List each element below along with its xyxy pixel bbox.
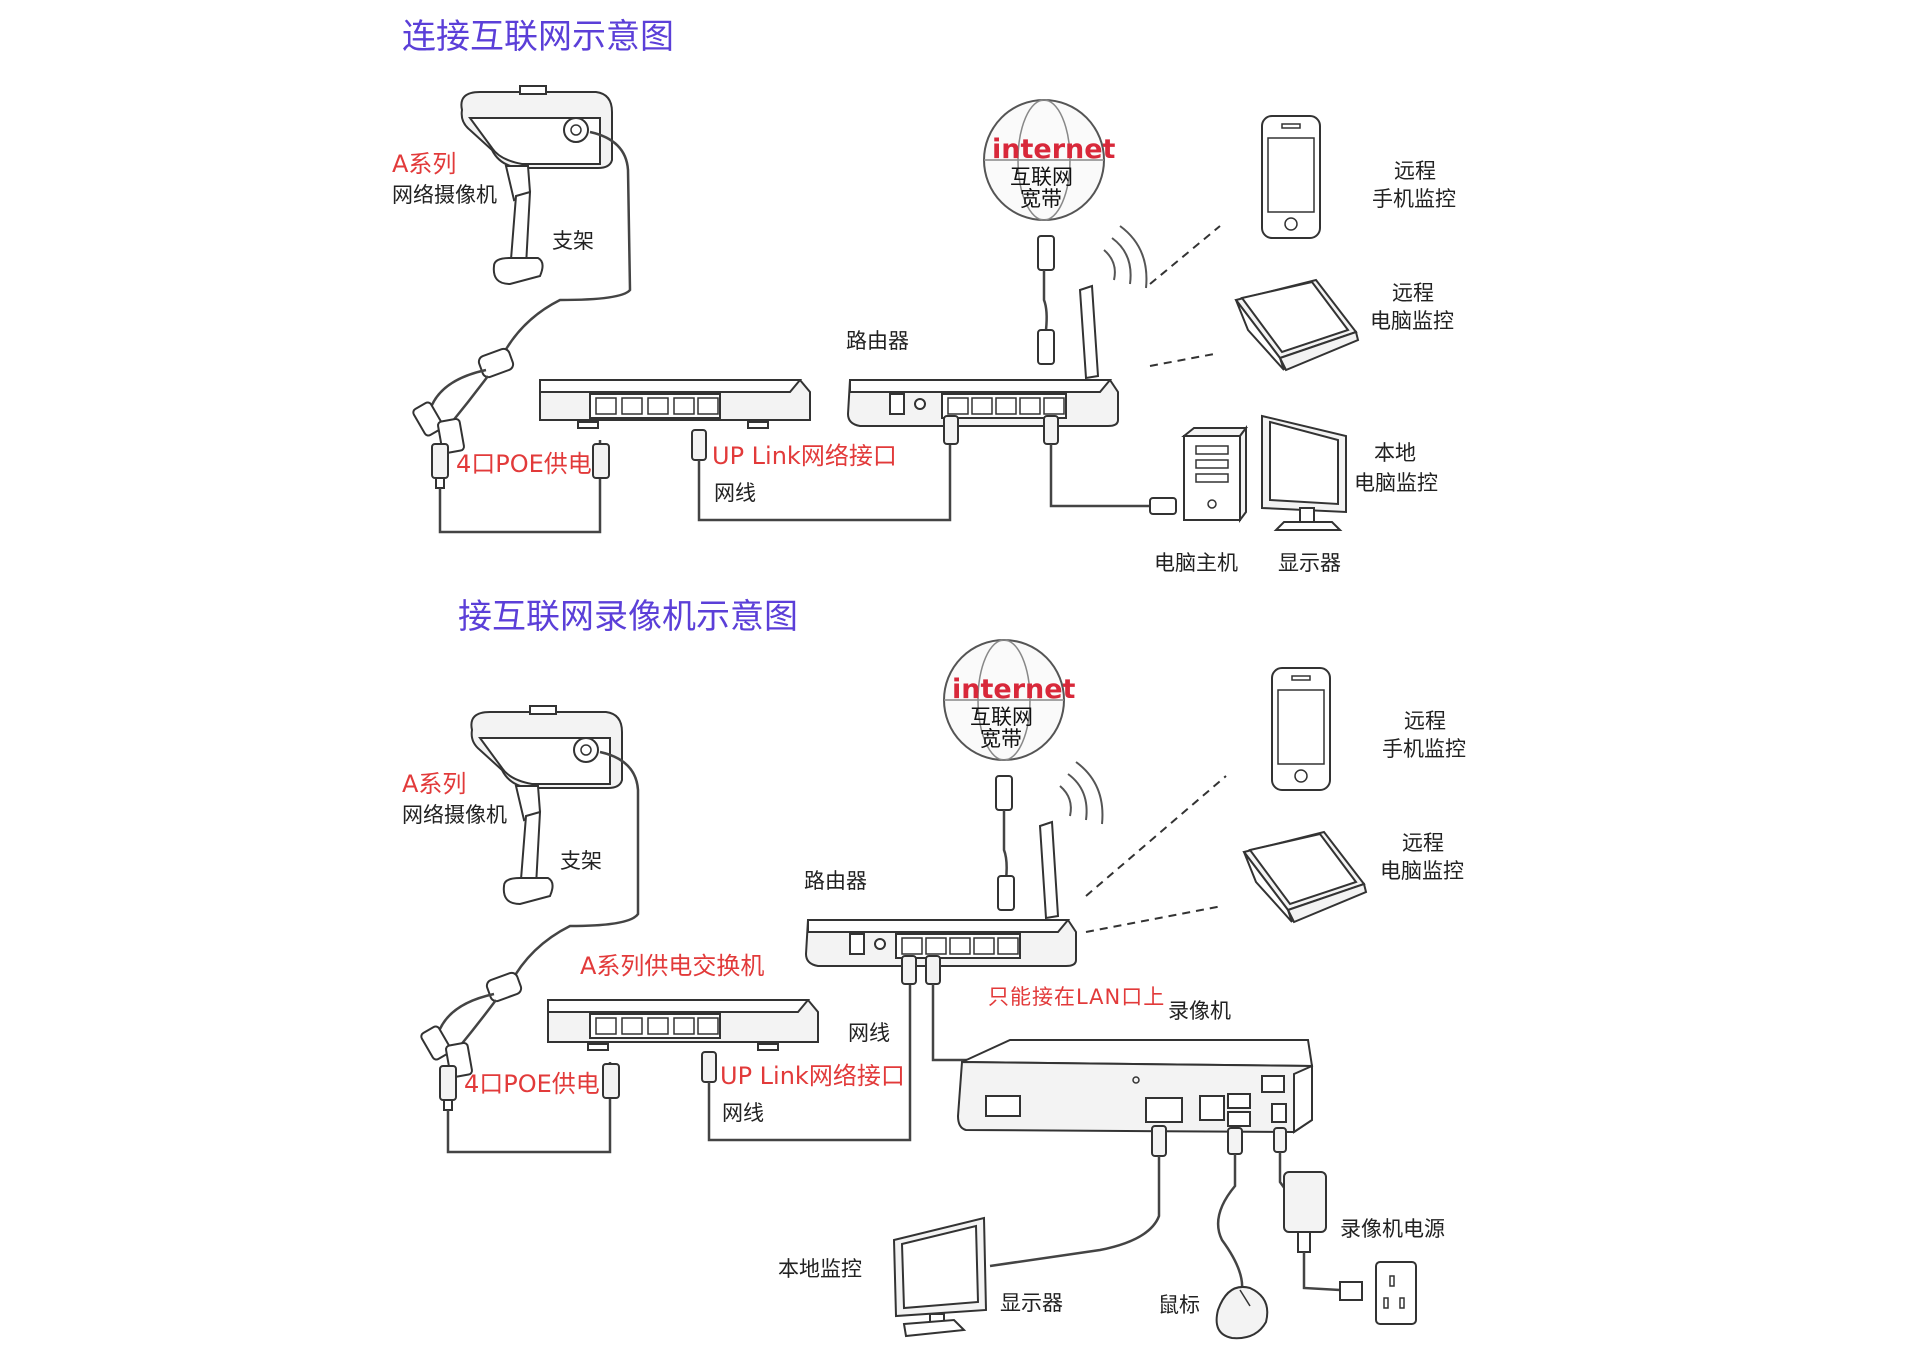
top-poe-label: 4口POE供电 bbox=[456, 450, 592, 478]
bottom-switch-label: A系列供电交换机 bbox=[580, 952, 764, 980]
top-poe-switch-icon bbox=[539, 379, 811, 429]
bottom-laptop-icon bbox=[1242, 830, 1368, 924]
bottom-monitor-label: 显示器 bbox=[1000, 1291, 1063, 1315]
bottom-bracket-label: 支架 bbox=[560, 849, 602, 873]
bottom-uplink-cable bbox=[707, 970, 912, 1142]
top-monitor-icon bbox=[1261, 414, 1347, 531]
top-phone-icon bbox=[1261, 115, 1321, 239]
top-camera-cable bbox=[498, 130, 632, 361]
top-local-pc-2: 电脑监控 bbox=[1354, 471, 1438, 495]
bottom-poe-label: 4口POE供电 bbox=[464, 1070, 600, 1098]
top-internet-cn-1: 互联网 bbox=[1010, 165, 1073, 189]
bottom-vga-cable bbox=[989, 1156, 1161, 1268]
top-wifi-icon bbox=[1103, 225, 1148, 289]
bottom-monitor-icon bbox=[892, 1216, 988, 1338]
top-internet-label: internet bbox=[992, 134, 1116, 165]
bottom-camera-icon bbox=[470, 705, 623, 906]
top-poe-loop bbox=[438, 440, 602, 534]
top-internet-globe-icon: internet 互联网 宽带 bbox=[983, 99, 1116, 221]
top-camera-icon bbox=[460, 85, 613, 286]
bottom-wan-plug bbox=[995, 775, 1013, 811]
bottom-cable-splitter bbox=[420, 971, 523, 1111]
top-cable-label: 网线 bbox=[714, 481, 756, 505]
top-uplink-plug bbox=[691, 429, 707, 461]
bottom-wifi-icon bbox=[1059, 761, 1104, 825]
bottom-poe-loop bbox=[446, 1062, 612, 1154]
top-router-icon bbox=[846, 284, 1119, 427]
top-poe-plug bbox=[592, 443, 610, 479]
top-camera-name: 网络摄像机 bbox=[392, 183, 497, 207]
top-pc-tower-icon bbox=[1181, 425, 1248, 523]
top-dash-phone bbox=[1149, 225, 1221, 285]
top-remote-pc-1: 远程 bbox=[1392, 281, 1434, 305]
top-cable-splitter bbox=[412, 347, 515, 489]
bottom-title: 接互联网录像机示意图 bbox=[458, 597, 798, 637]
bottom-mouse-cable bbox=[1216, 1154, 1244, 1291]
top-local-pc-1: 本地 bbox=[1374, 441, 1416, 465]
bottom-nvr-icon bbox=[956, 1039, 1314, 1134]
top-remote-phone-2: 手机监控 bbox=[1372, 187, 1456, 211]
bottom-uplink-plug bbox=[701, 1051, 717, 1083]
top-laptop-icon bbox=[1234, 278, 1360, 372]
bottom-camera-series: A系列 bbox=[402, 770, 466, 798]
bottom-power-adapter-icon bbox=[1283, 1171, 1327, 1253]
bottom-phone-icon bbox=[1271, 667, 1331, 791]
bottom-nvr-power-label: 录像机电源 bbox=[1340, 1217, 1445, 1241]
bottom-cable-label-2: 网线 bbox=[722, 1101, 764, 1125]
bottom-remote-phone-2: 手机监控 bbox=[1382, 737, 1466, 761]
top-remote-pc-2: 电脑监控 bbox=[1370, 309, 1454, 333]
bottom-remote-phone-1: 远程 bbox=[1404, 709, 1446, 733]
bottom-local-monitor-label: 本地监控 bbox=[778, 1257, 862, 1281]
bottom-router-label: 路由器 bbox=[804, 869, 867, 893]
bottom-cable-label-1: 网线 bbox=[848, 1021, 890, 1045]
bottom-mouse-label: 鼠标 bbox=[1158, 1293, 1200, 1317]
bottom-remote-pc-2: 电脑监控 bbox=[1380, 859, 1464, 883]
bottom-poe-plug bbox=[602, 1063, 620, 1099]
bottom-power-outlet-icon bbox=[1339, 1261, 1417, 1325]
bottom-internet-globe-icon: internet 互联网 宽带 bbox=[943, 639, 1076, 761]
bottom-mouse-icon bbox=[1215, 1286, 1269, 1340]
bottom-remote-pc-1: 远程 bbox=[1402, 831, 1444, 855]
top-pc-host-label: 电脑主机 bbox=[1154, 551, 1238, 575]
bottom-uplink-label: UP Link网络接口 bbox=[720, 1062, 905, 1090]
top-dash-laptop bbox=[1149, 353, 1215, 367]
top-title: 连接互联网示意图 bbox=[402, 17, 674, 57]
bottom-router-icon bbox=[804, 820, 1077, 967]
top-bracket-label: 支架 bbox=[552, 229, 594, 253]
top-internet-cn-2: 宽带 bbox=[1020, 187, 1062, 211]
bottom-camera-cable bbox=[508, 750, 640, 985]
top-pc-cable bbox=[1049, 444, 1150, 508]
top-wan-plug bbox=[1037, 235, 1055, 271]
bottom-internet-cn-2: 宽带 bbox=[980, 727, 1022, 751]
top-uplink-label: UP Link网络接口 bbox=[712, 442, 897, 470]
top-camera-series: A系列 bbox=[392, 150, 456, 178]
top-monitor-label: 显示器 bbox=[1278, 551, 1341, 575]
bottom-dash-phone bbox=[1085, 775, 1227, 897]
bottom-nvr-label: 录像机 bbox=[1168, 999, 1231, 1023]
bottom-lan-only-label: 只能接在LAN口上 bbox=[988, 985, 1165, 1009]
bottom-poe-switch-icon bbox=[547, 999, 819, 1051]
bottom-internet-label: internet bbox=[952, 674, 1076, 705]
bottom-camera-name: 网络摄像机 bbox=[402, 803, 507, 827]
bottom-dash-laptop bbox=[1085, 905, 1223, 933]
top-router-label: 路由器 bbox=[846, 329, 909, 353]
top-uplink-cable bbox=[697, 420, 952, 522]
top-remote-phone-1: 远程 bbox=[1394, 159, 1436, 183]
bottom-internet-cn-1: 互联网 bbox=[970, 705, 1033, 729]
